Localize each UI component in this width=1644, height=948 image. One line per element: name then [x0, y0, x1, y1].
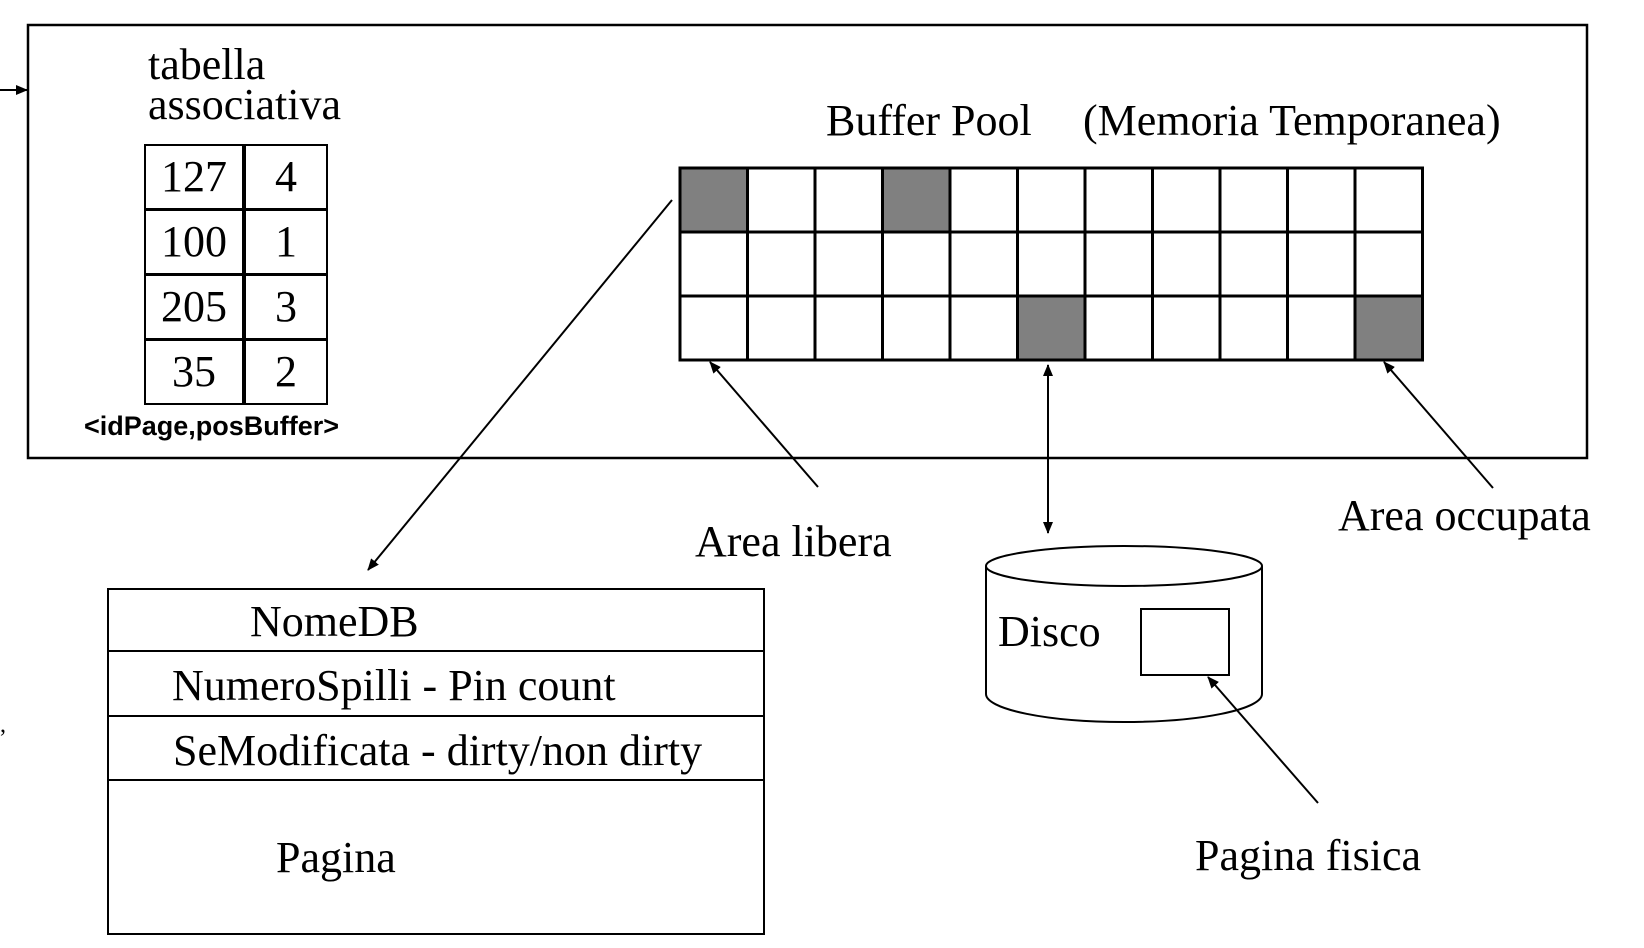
buffer-frame-free: [1083, 166, 1154, 234]
buffer-frame-free: [746, 166, 817, 234]
buffer-frame-free: [746, 294, 817, 362]
table-pos-buffer: 3: [275, 282, 297, 331]
buffer-frame-free: [1083, 230, 1154, 298]
table-caption: <idPage,posBuffer>: [84, 411, 339, 441]
buffer-frame-free: [1286, 166, 1357, 234]
buffer-frame-free: [1286, 294, 1357, 362]
table-pos-buffer: 4: [275, 152, 297, 201]
buffer-frame-free: [678, 294, 749, 362]
buffer-frame-free: [1016, 166, 1087, 234]
buffer-frame-occupied: [1353, 294, 1424, 362]
frame-structure-box: [107, 588, 765, 935]
frame-field-pin-count: NumeroSpilli - Pin count: [172, 661, 616, 710]
buffer-frame-free: [813, 230, 884, 298]
table-id-page: 127: [161, 152, 227, 201]
disk-label: Disco: [998, 607, 1101, 656]
buffer-frame-free: [1286, 230, 1357, 298]
table-pos-buffer: 1: [275, 217, 297, 266]
physical-page-arrow: [1207, 676, 1319, 804]
table-title-line2: associativa: [148, 80, 341, 129]
buffer-frame-free: [1151, 230, 1222, 298]
buffer-frame-free: [948, 166, 1019, 234]
frame-field-page: Pagina: [276, 833, 396, 882]
buffer-frame-free: [813, 294, 884, 362]
buffer-frame-free: [1218, 294, 1289, 362]
buffer-frame-free: [948, 294, 1019, 362]
occupied-area-arrow: [1383, 361, 1494, 489]
buffer-pool-grid: [678, 166, 1424, 362]
table-cell-id-page: [144, 339, 244, 405]
buffer-frame-free: [1016, 230, 1087, 298]
free-area-label: Area libera: [695, 517, 892, 566]
buffer-frame-free: [881, 230, 952, 298]
associative-table: 127 4 100 1 205 3 35 2: [144, 144, 328, 405]
disk-icon: [985, 545, 1263, 723]
table-id-page: 100: [161, 217, 227, 266]
left-edge-mark: ,: [0, 712, 6, 738]
disk-page-box: [1140, 608, 1230, 676]
buffer-frame-free: [1151, 294, 1222, 362]
buffer-frame-free: [1353, 230, 1424, 298]
frame-detail-arrow: [367, 199, 673, 571]
buffer-frame-free: [746, 230, 817, 298]
physical-page-label: Pagina fisica: [1195, 831, 1421, 880]
buffer-frame-free: [678, 230, 749, 298]
occupied-area-label: Area occupata: [1338, 491, 1591, 540]
buffer-frame-free: [1083, 294, 1154, 362]
table-cell-pos-buffer: [244, 339, 328, 405]
buffer-frame-free: [881, 294, 952, 362]
buffer-frame-free: [1218, 230, 1289, 298]
buffer-frame-free: [1151, 166, 1222, 234]
buffer-frame-occupied: [1016, 294, 1087, 362]
buffer-frame-occupied: [678, 166, 749, 234]
memory-panel: [26, 23, 1589, 460]
buffer-frame-free: [1353, 166, 1424, 234]
table-id-page: 35: [172, 347, 216, 396]
frame-field-dirty: SeModificata - dirty/non dirty: [173, 726, 702, 775]
buffer-frame-free: [813, 166, 884, 234]
table-id-page: 205: [161, 282, 227, 331]
table-pos-buffer: 2: [275, 347, 297, 396]
buffer-frame-occupied: [881, 166, 952, 234]
frame-field-dbname: NomeDB: [250, 597, 419, 646]
buffer-frame-free: [948, 230, 1019, 298]
buffer-pool-sublabel: (Memoria Temporanea): [1083, 96, 1501, 145]
buffer-frame-free: [1218, 166, 1289, 234]
table-title-line1: tabella: [148, 40, 265, 89]
buffer-pool-label: Buffer Pool: [826, 96, 1032, 145]
free-area-arrow: [709, 361, 819, 488]
